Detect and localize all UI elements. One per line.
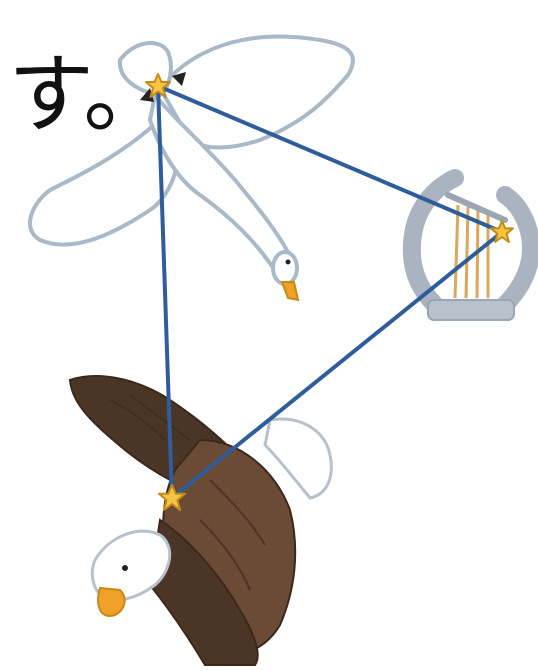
eagle-illustration bbox=[70, 376, 331, 665]
caption-text: す。 bbox=[8, 52, 167, 138]
vega-altair-line bbox=[172, 232, 502, 498]
